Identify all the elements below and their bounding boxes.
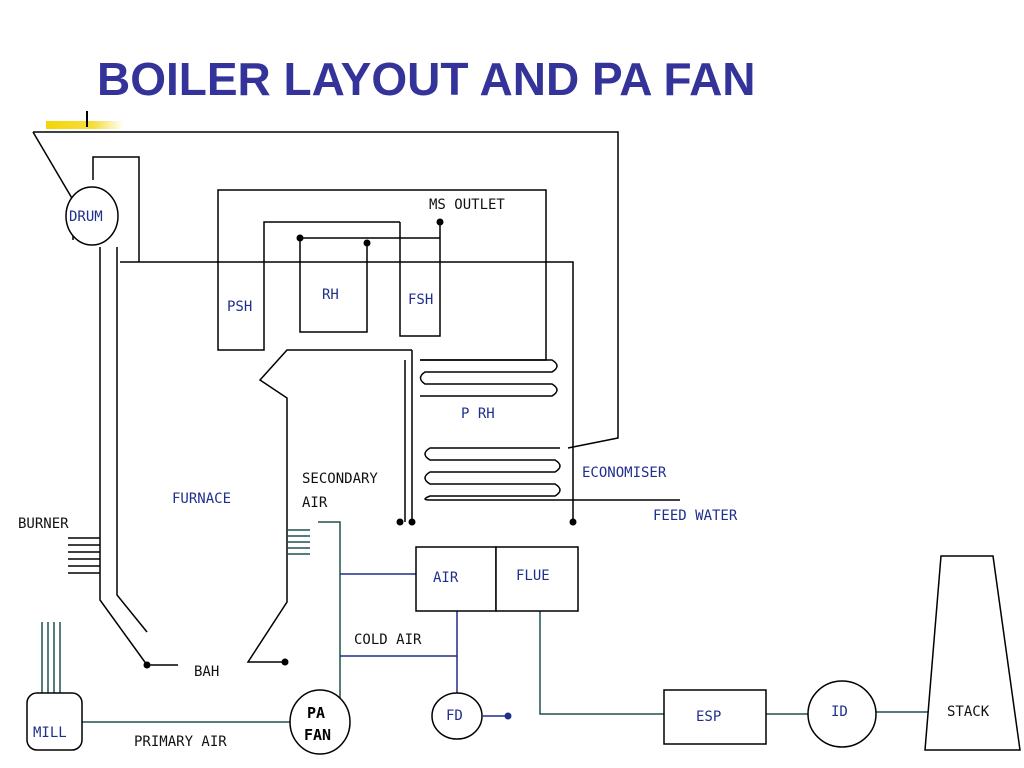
air-label: AIR xyxy=(433,570,459,586)
mill-unit xyxy=(26,692,83,751)
fd-label: FD xyxy=(446,708,463,724)
drum-riser-line xyxy=(92,156,140,262)
ms-outlet-label: MS OUTLET xyxy=(429,197,505,213)
flue-gas-line xyxy=(539,611,664,715)
cold-air-label: COLD AIR xyxy=(354,632,422,648)
secondary-air-lines xyxy=(287,529,310,555)
title-accent-tick xyxy=(86,111,88,127)
fd-fan xyxy=(431,692,483,740)
drum-economiser-loop-line xyxy=(33,131,619,449)
burner-lines xyxy=(68,537,100,574)
drum-feed-line xyxy=(32,131,74,201)
bah-label: BAH xyxy=(194,664,219,680)
id-label: ID xyxy=(831,704,848,720)
fd-outlet-dot xyxy=(504,712,512,720)
burner-label: BURNER xyxy=(18,516,69,532)
secondary-air-label-line2: AIR xyxy=(302,495,328,511)
economiser-label: ECONOMISER xyxy=(582,465,667,481)
junction-dot xyxy=(396,518,404,526)
junction-dot xyxy=(569,518,577,526)
fsh-coil xyxy=(399,222,441,337)
secondary-air-duct xyxy=(318,521,341,700)
pa-fan-label-line2: FAN xyxy=(304,726,331,744)
air-heater-air-side xyxy=(415,546,497,612)
psh-coil xyxy=(217,189,547,361)
rh-coil xyxy=(299,238,368,333)
stack-label: STACK xyxy=(947,704,990,720)
pa-fan xyxy=(289,689,351,755)
pa-fan-label-line1: PA xyxy=(307,704,325,722)
rh-label: RH xyxy=(322,287,339,303)
flue-label: FLUE xyxy=(516,568,550,584)
mill-outlet-lines xyxy=(41,622,61,693)
id-fan xyxy=(807,680,877,748)
slide-title: BOILER LAYOUT AND PA FAN xyxy=(97,53,756,105)
primary-air-label: PRIMARY AIR xyxy=(134,734,227,750)
p-rh-label: P RH xyxy=(461,406,495,422)
junction-dot xyxy=(408,518,416,526)
prh-coil xyxy=(404,350,558,522)
junction-dot xyxy=(296,234,304,242)
esp-unit xyxy=(663,689,767,745)
drum-label: DRUM xyxy=(69,209,103,225)
air-heater-flue-side xyxy=(495,546,579,612)
drum-vessel xyxy=(65,186,119,246)
furnace-label: FURNACE xyxy=(172,491,231,507)
secondary-air-label-line1: SECONDARY xyxy=(302,471,378,487)
waterwall-left xyxy=(99,247,178,666)
psh-lower xyxy=(217,221,400,351)
feed-water-label: FEED WATER xyxy=(653,508,738,524)
esp-label: ESP xyxy=(696,709,721,725)
title-accent-bar xyxy=(46,121,124,129)
fsh-label: FSH xyxy=(408,292,433,308)
header-line xyxy=(120,261,574,522)
waterwall-right xyxy=(116,247,148,633)
junction-dot xyxy=(281,658,289,666)
mill-label: MILL xyxy=(33,725,67,741)
junction-dot xyxy=(143,661,151,669)
stack-chimney xyxy=(924,555,1021,751)
junction-dot xyxy=(436,218,444,226)
psh-label: PSH xyxy=(227,299,252,315)
economiser-coil xyxy=(424,447,680,501)
furnace-right-wall xyxy=(246,349,412,663)
junction-dot xyxy=(363,239,371,247)
